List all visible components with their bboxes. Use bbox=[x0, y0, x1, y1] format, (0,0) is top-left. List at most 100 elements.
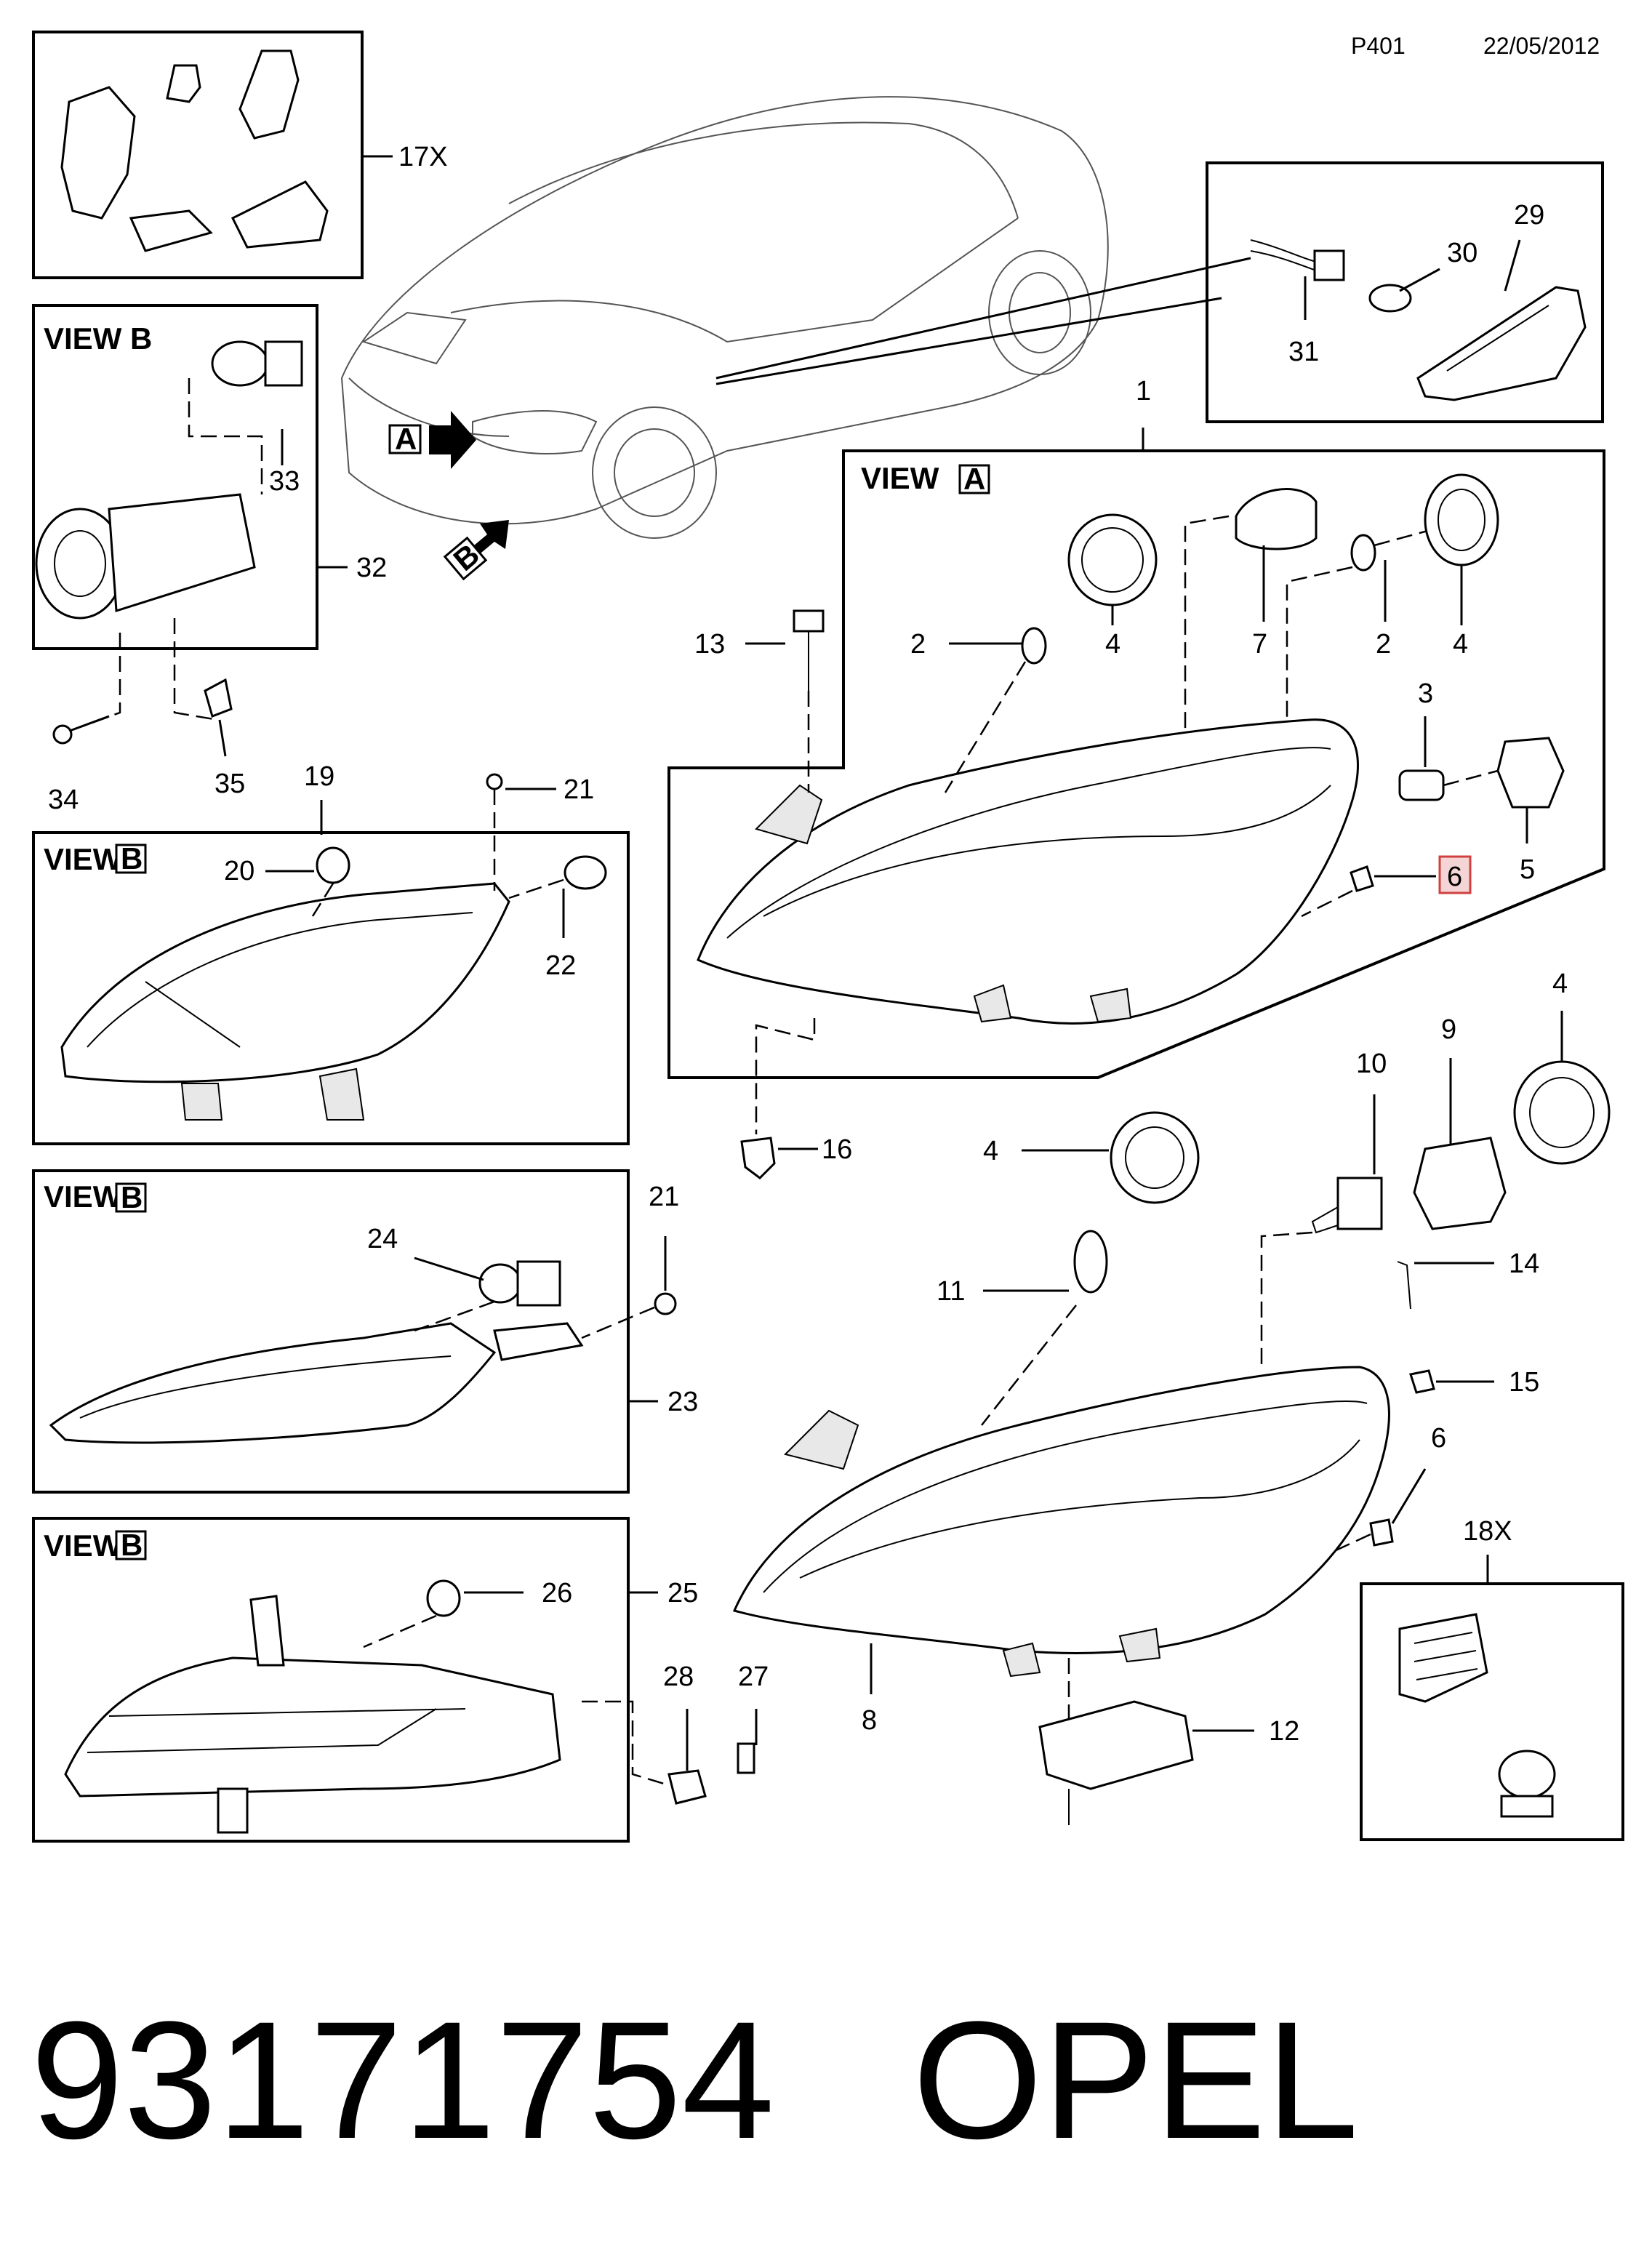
cap-4-lower-left-part bbox=[1110, 1111, 1200, 1204]
mount-bracket bbox=[755, 784, 823, 845]
callout-34: 34 bbox=[48, 785, 79, 815]
screw-34-part bbox=[52, 724, 73, 745]
view-b-3-label: VIEW bbox=[44, 1528, 122, 1563]
ballast-12-part bbox=[1038, 1700, 1194, 1790]
car-illustration: A B bbox=[340, 96, 1251, 581]
clip-28-part bbox=[667, 1769, 707, 1805]
callout-25: 25 bbox=[667, 1578, 698, 1608]
view-b-2-letter-box bbox=[115, 1182, 147, 1213]
panel-17x-frame bbox=[32, 31, 364, 279]
callout-31: 31 bbox=[1288, 337, 1319, 367]
callout-11: 11 bbox=[937, 1276, 965, 1307]
clip-6-part bbox=[1350, 865, 1374, 892]
callout-9: 9 bbox=[1441, 1014, 1456, 1045]
callout-6-lower: 6 bbox=[1431, 1423, 1446, 1454]
callout-7: 7 bbox=[1252, 629, 1267, 660]
callout-35: 35 bbox=[214, 769, 245, 799]
callout-8: 8 bbox=[862, 1705, 877, 1736]
cap-4-right-part bbox=[1424, 473, 1499, 566]
panel-view-b-3: VIEW B 26 25 bbox=[32, 1517, 698, 1843]
view-b-1-letter: B bbox=[121, 841, 143, 875]
indicator-lamp-29-part bbox=[1416, 286, 1587, 401]
callout-13: 13 bbox=[694, 629, 725, 660]
callout-2-right: 2 bbox=[1376, 629, 1391, 660]
callout-21-top: 21 bbox=[564, 774, 594, 805]
bulb-2-left-part bbox=[1021, 627, 1047, 665]
fasteners-27-28: 28 27 bbox=[582, 1662, 769, 1805]
bulb-22-part bbox=[564, 855, 607, 890]
view-b-fog-label: VIEW B bbox=[44, 321, 152, 356]
callout-17x: 17X bbox=[398, 142, 448, 172]
clip-part-2 bbox=[129, 209, 213, 252]
arrow-a-label-box bbox=[388, 424, 422, 454]
ring-9-part bbox=[1413, 1137, 1507, 1230]
arrow-a-letter: A bbox=[395, 422, 417, 456]
panel-view-b-3-frame bbox=[32, 1517, 630, 1843]
callout-23: 23 bbox=[667, 1387, 698, 1417]
callout-20: 20 bbox=[224, 856, 254, 886]
callout-3: 3 bbox=[1418, 678, 1433, 709]
callout-33: 33 bbox=[269, 466, 300, 497]
bulb-11-part bbox=[1073, 1230, 1108, 1294]
callout-19: 19 bbox=[304, 761, 334, 792]
page-code: P401 bbox=[1351, 33, 1406, 59]
lamp-view-b-3-part bbox=[64, 1656, 561, 1798]
panel-view-a: 1 VIEW A 13 2 4 7 2 bbox=[667, 376, 1605, 1134]
panel-view-b-2: VIEW B 24 21 23 bbox=[32, 1169, 698, 1494]
footer-part-number: 93171754 bbox=[31, 1987, 774, 2173]
clip-part bbox=[166, 64, 201, 103]
callout-5: 5 bbox=[1520, 854, 1535, 885]
view-b-2-letter: B bbox=[121, 1180, 143, 1214]
panel-17x: 17X bbox=[32, 31, 448, 279]
callout-21-mid: 21 bbox=[649, 1182, 679, 1212]
bracket-18x-part bbox=[1398, 1613, 1488, 1703]
adjuster-18x-base bbox=[1500, 1795, 1554, 1818]
callout-4-lower-left: 4 bbox=[983, 1136, 998, 1166]
bulb-26-part bbox=[426, 1579, 461, 1617]
view-b-1-letter-box bbox=[115, 843, 147, 874]
panel-side-indicator-frame bbox=[1206, 161, 1604, 423]
callout-28: 28 bbox=[663, 1662, 694, 1692]
fog-lamp-32-body bbox=[108, 493, 256, 613]
clip-35-part bbox=[204, 678, 233, 718]
arrow-b-label-box bbox=[443, 536, 488, 581]
callout-16: 16 bbox=[822, 1134, 852, 1165]
bulb-33-part bbox=[211, 340, 269, 387]
screw-21a-part bbox=[486, 773, 503, 790]
callout-4-right: 4 bbox=[1453, 629, 1468, 660]
bulb-20-part bbox=[316, 846, 350, 884]
socket-5-part bbox=[1496, 737, 1565, 809]
callout-29: 29 bbox=[1514, 200, 1544, 231]
panel-18x-frame bbox=[1360, 1582, 1624, 1841]
bulb-24-connector bbox=[516, 1260, 561, 1307]
panel-view-a-frame bbox=[667, 449, 1605, 1079]
view-a-label: VIEW bbox=[861, 461, 939, 495]
view-b-3-letter-box bbox=[115, 1530, 147, 1560]
callout-32: 32 bbox=[356, 553, 387, 583]
panel-view-b-1: VIEW B 19 20 21 22 bbox=[32, 761, 630, 1145]
callout-22: 22 bbox=[545, 950, 576, 981]
callout-15: 15 bbox=[1509, 1367, 1539, 1398]
callout-4-lower-right: 4 bbox=[1552, 969, 1568, 999]
callout-27: 27 bbox=[738, 1662, 769, 1692]
motor-7-part bbox=[1235, 488, 1318, 550]
view-a-letter-box bbox=[958, 464, 990, 494]
callout-4-left: 4 bbox=[1105, 629, 1120, 660]
bracket-part-3 bbox=[230, 180, 329, 249]
callout-30: 30 bbox=[1447, 238, 1477, 268]
callout-24: 24 bbox=[367, 1224, 398, 1254]
panel-view-b-fog: VIEW B 33 32 bbox=[32, 304, 387, 729]
fog-lamp-view-b-1-part bbox=[60, 882, 510, 1083]
screw-27-part bbox=[737, 1742, 755, 1774]
screw-13-head bbox=[793, 609, 825, 633]
callout-12: 12 bbox=[1269, 1716, 1299, 1747]
callout-14: 14 bbox=[1509, 1249, 1539, 1279]
callout-10: 10 bbox=[1356, 1049, 1387, 1079]
bulb-10-part bbox=[1336, 1177, 1383, 1230]
mount-tab bbox=[249, 1595, 285, 1667]
view-b-2-label: VIEW bbox=[44, 1179, 122, 1214]
callout-26: 26 bbox=[542, 1578, 572, 1608]
bulb-3-part bbox=[1398, 769, 1445, 801]
screw-21b-part bbox=[654, 1292, 677, 1315]
